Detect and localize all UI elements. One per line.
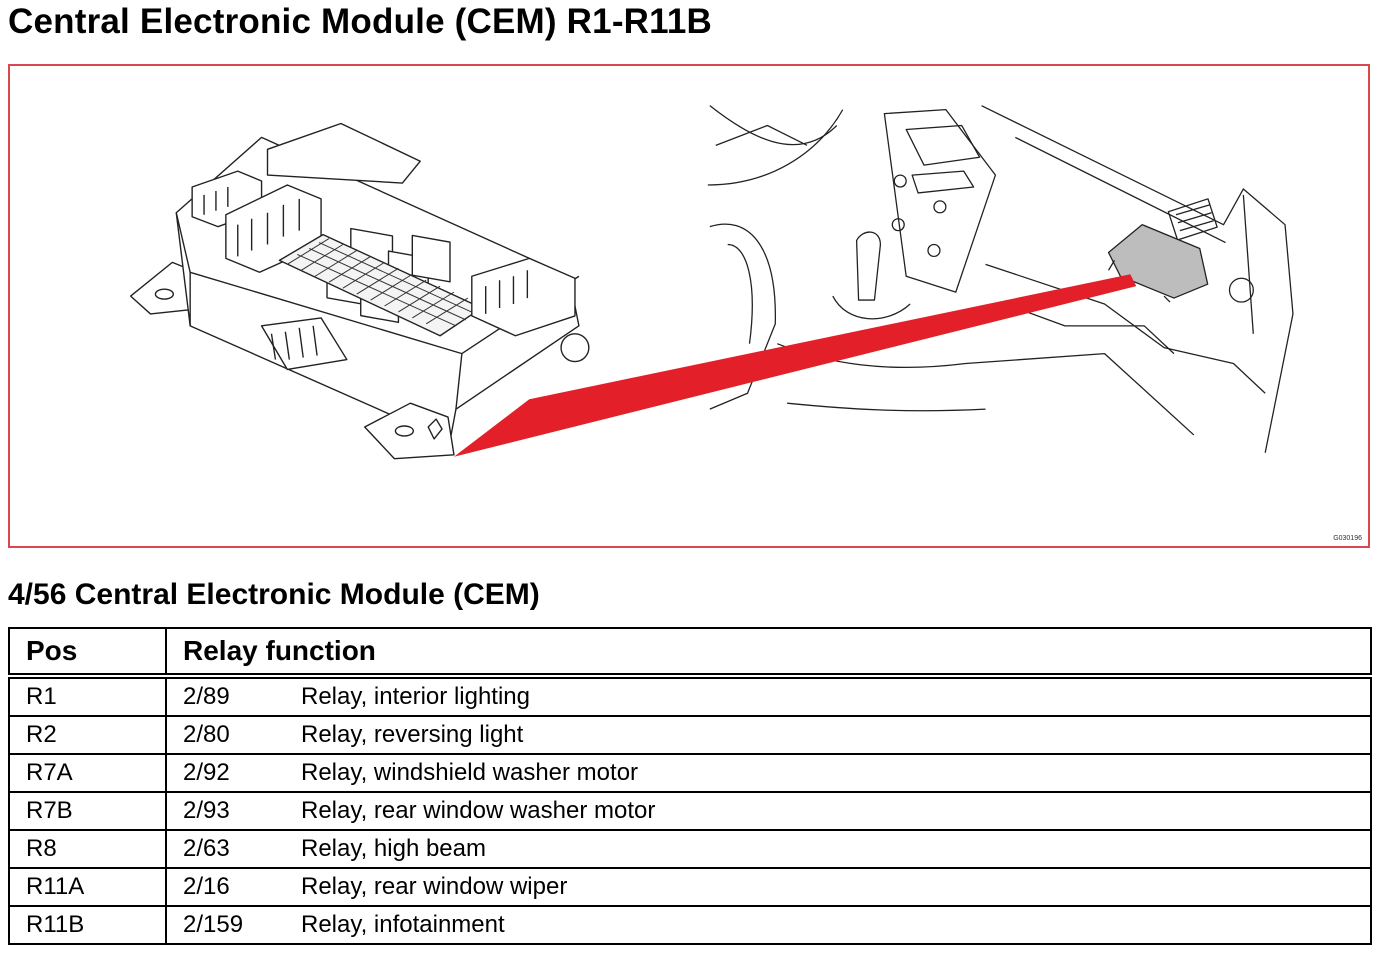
relay-table: Pos Relay function R1 2/89 Relay, interio… bbox=[8, 627, 1372, 945]
table-row: R11A 2/16 Relay, rear window wiper bbox=[9, 868, 1371, 907]
row-pos: R11B bbox=[26, 911, 85, 938]
table-row: R2 2/80 Relay, reversing light bbox=[9, 716, 1371, 755]
table-header-row: Pos Relay function bbox=[9, 628, 1371, 679]
row-code: 2/63 bbox=[183, 835, 230, 862]
row-function: Relay, windshield washer motor bbox=[301, 759, 639, 786]
figure-code: G030196 bbox=[1333, 535, 1362, 542]
location-pointer bbox=[453, 274, 1137, 457]
table-row: R8 2/63 Relay, high beam bbox=[9, 830, 1371, 869]
row-function-cell: 2/16 Relay, rear window wiper bbox=[165, 868, 1371, 907]
row-function-cell: 2/159 Relay, infotainment bbox=[165, 906, 1371, 944]
row-pos: R8 bbox=[9, 830, 166, 869]
row-function-cell: 2/92 Relay, windshield washer motor bbox=[165, 754, 1371, 793]
row-pos: R7A bbox=[9, 754, 166, 793]
row-function-cell: 2/80 Relay, reversing light bbox=[165, 716, 1371, 755]
row-code: 2/93 bbox=[183, 797, 230, 824]
table-row: R7B 2/93 Relay, rear window washer motor bbox=[9, 792, 1371, 831]
row-code: 2/80 bbox=[183, 721, 230, 748]
row-function: Relay, rear window wiper bbox=[301, 873, 568, 900]
vehicle-interior-drawing bbox=[707, 105, 1294, 453]
row-pos: R2 bbox=[9, 716, 166, 755]
header-relay-function: Relay function bbox=[165, 628, 1371, 679]
row-function: Relay, infotainment bbox=[301, 911, 505, 938]
row-pos: R1 bbox=[9, 676, 166, 717]
header-pos: Pos bbox=[9, 628, 166, 679]
section-title: 4/56 Central Electronic Module (CEM) bbox=[8, 578, 540, 611]
table-row: R1 2/89 Relay, interior lighting bbox=[9, 676, 1371, 717]
row-function-cell: 2/93 Relay, rear window washer motor bbox=[165, 792, 1371, 831]
row-code: 2/89 bbox=[183, 683, 230, 710]
row-function-cell: 2/89 Relay, interior lighting bbox=[165, 676, 1371, 717]
row-pos: R11A bbox=[9, 868, 166, 907]
table-row: R7A 2/92 Relay, windshield washer motor bbox=[9, 754, 1371, 793]
row-function-cell: 2/63 Relay, high beam bbox=[165, 830, 1371, 869]
row-code: 2/92 bbox=[183, 759, 230, 786]
page-title: Central Electronic Module (CEM) R1-R11B bbox=[8, 2, 713, 41]
row-function: Relay, high beam bbox=[301, 835, 486, 862]
row-function: Relay, reversing light bbox=[301, 721, 524, 748]
table-row: R11B 2/159 Relay, infotainment bbox=[9, 906, 1371, 944]
row-function: Relay, interior lighting bbox=[301, 683, 530, 710]
row-code: 2/159 bbox=[183, 911, 244, 938]
row-code: 2/16 bbox=[183, 873, 230, 900]
row-pos: R7B bbox=[9, 792, 166, 831]
cem-location-illustration bbox=[129, 105, 1294, 460]
location-figure: G030196 bbox=[8, 64, 1370, 548]
cem-module-drawing bbox=[129, 122, 590, 460]
row-function: Relay, rear window washer motor bbox=[301, 797, 656, 824]
